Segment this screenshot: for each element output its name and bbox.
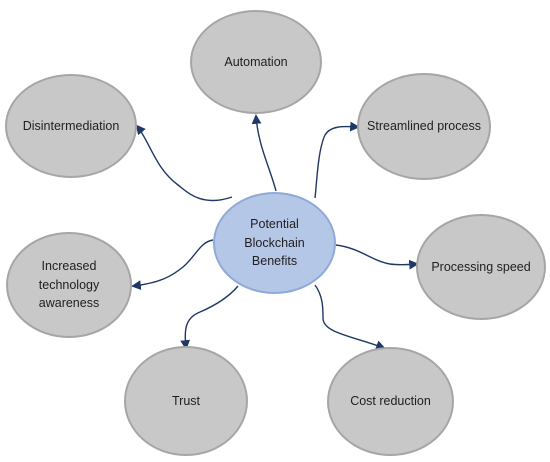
node-trust-label: Trust [171, 393, 200, 408]
center-node-potential-blockchain-benefits: Potential Blockchain Benefits [213, 192, 336, 294]
connector-to-automation [251, 114, 277, 192]
node-increased-technology-awareness: Increased technology awareness [6, 232, 132, 338]
node-disintermediation: Disintermediation [5, 74, 137, 178]
node-streamlined-process-label: Streamlined process [367, 119, 481, 134]
node-trust: Trust [124, 346, 248, 456]
node-awareness-label-line-2: technology [38, 277, 100, 292]
connector-to-increased-technology-awareness [131, 239, 214, 291]
node-automation-label: Automation [224, 54, 288, 69]
node-automation: Automation [190, 10, 322, 114]
connector-to-disintermediation [135, 124, 233, 202]
node-streamlined-process: Streamlined process [357, 73, 491, 180]
center-node-label: Potential Blockchain Benefits [223, 215, 326, 271]
center-node-label-line-2: Benefits [251, 254, 298, 269]
node-processing-speed: Processing speed [416, 214, 546, 320]
node-cost-reduction: Cost reduction [327, 347, 454, 456]
connector-to-cost-reduction [314, 284, 386, 350]
connector-to-processing-speed [335, 244, 419, 270]
center-node-label-line-1: Potential Blockchain [244, 216, 305, 250]
node-awareness-label-line-3: awareness [38, 296, 100, 311]
connector-to-streamlined-process [314, 121, 360, 199]
node-awareness-label-line-1: Increased [41, 258, 97, 273]
connector-to-trust [180, 285, 239, 350]
node-processing-speed-label: Processing speed [431, 259, 531, 274]
node-cost-reduction-label: Cost reduction [350, 394, 431, 409]
node-increased-technology-awareness-label: Increased technology awareness [39, 257, 99, 313]
node-disintermediation-label: Disintermediation [22, 118, 120, 133]
